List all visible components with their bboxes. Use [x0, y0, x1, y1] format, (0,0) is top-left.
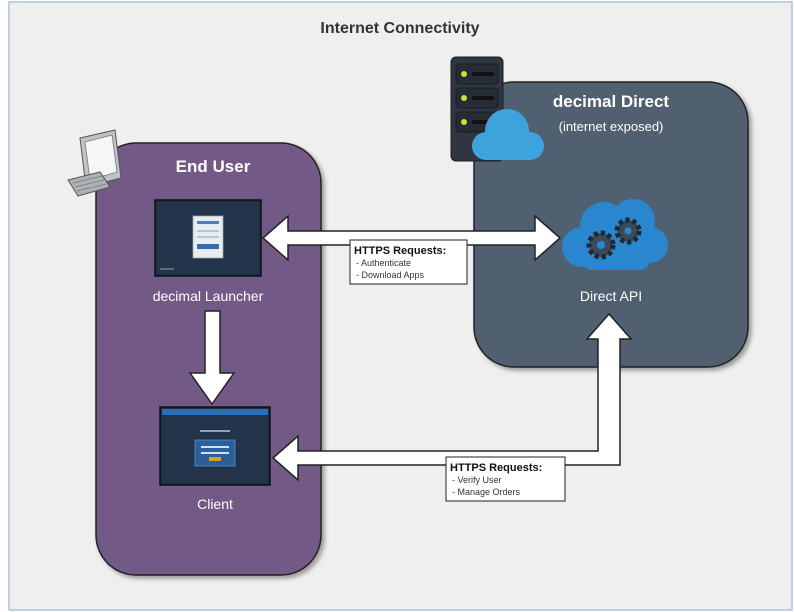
requests-top-item: - Download Apps [356, 270, 425, 280]
requests-bottom-box: HTTPS Requests: - Verify User - Manage O… [445, 456, 566, 502]
direct-subtitle: (internet exposed) [559, 119, 664, 134]
cloud-gears-icon [562, 199, 668, 270]
end-user-title: End User [176, 157, 251, 176]
requests-top-box: HTTPS Requests: - Authenticate - Downloa… [349, 239, 468, 285]
diagram-title: Internet Connectivity [320, 20, 479, 37]
direct-title: decimal Direct [553, 92, 670, 111]
client-label: Client [197, 496, 233, 512]
requests-top-heading: HTTPS Requests: [354, 245, 446, 257]
requests-bottom-item: - Verify User [452, 475, 502, 485]
client-screenshot [159, 406, 271, 486]
launcher-to-client-arrow [188, 310, 236, 406]
launcher-screenshot [154, 199, 262, 277]
cloud-icon [472, 109, 544, 160]
launcher-label: decimal Launcher [153, 288, 264, 304]
requests-top-item: - Authenticate [356, 258, 411, 268]
requests-bottom-heading: HTTPS Requests: [450, 462, 542, 474]
direct-api-label: Direct API [580, 288, 642, 304]
computer-icon [67, 129, 122, 197]
launcher-api-arrow [261, 214, 562, 262]
requests-bottom-item: - Manage Orders [452, 487, 521, 497]
api-client-arrow [271, 312, 633, 482]
